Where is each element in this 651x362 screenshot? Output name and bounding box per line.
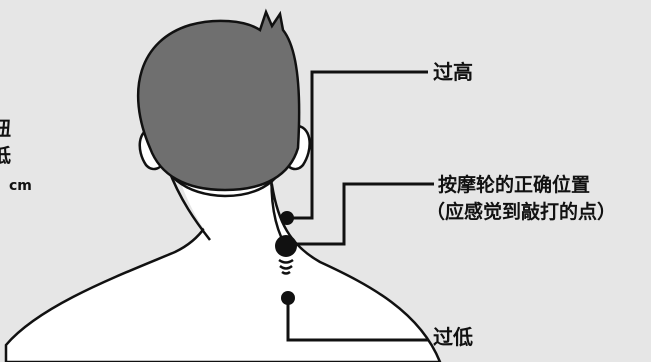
roller-position-leader [288, 182, 434, 246]
clipped-text-line2: 低 [0, 145, 12, 167]
hair [136, 8, 301, 192]
too-high-leader [288, 70, 428, 220]
roller-position-note: （应感觉到敲打的点） [426, 201, 617, 223]
too-low-leader [286, 300, 428, 342]
roller-position-dot [275, 235, 297, 257]
clipped-unit-text: cm [9, 178, 32, 194]
too-low-dot [281, 291, 295, 305]
clipped-text-line1: 钮 [0, 118, 12, 140]
pulse-arcs-icon [278, 258, 294, 275]
too-high-dot [280, 211, 294, 225]
roller-position-label: 按摩轮的正确位置 [438, 174, 591, 196]
too-low-label: 过低 [433, 325, 473, 349]
too-high-label: 过高 [433, 60, 473, 84]
